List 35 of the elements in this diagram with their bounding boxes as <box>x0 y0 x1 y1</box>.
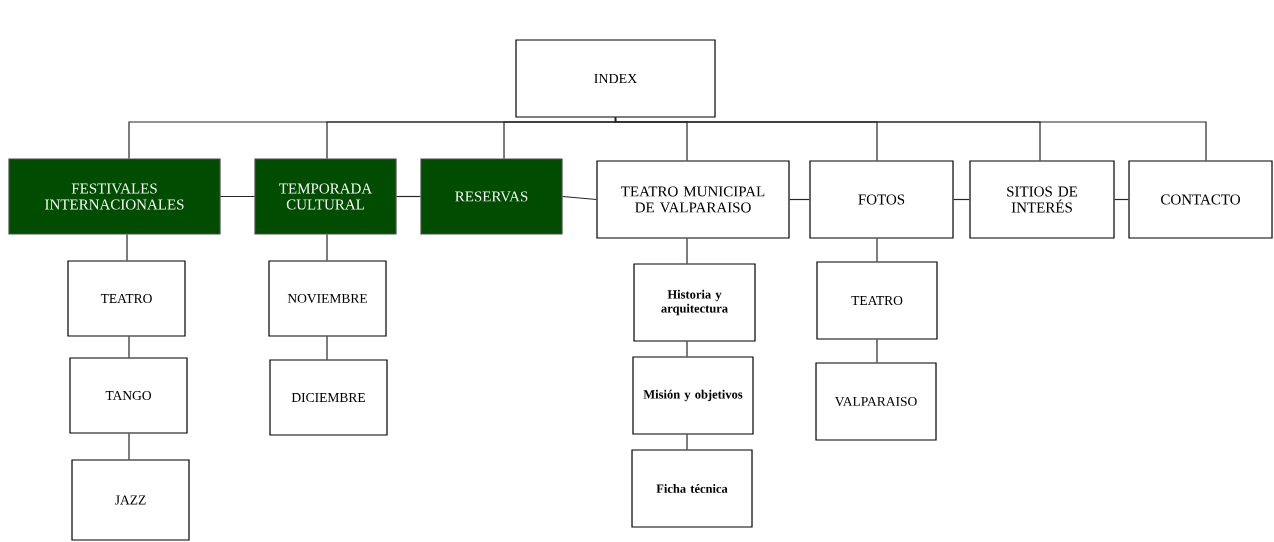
section-box: TEMPORADA CULTURAL <box>254 158 397 235</box>
connector-line <box>128 336 130 358</box>
connector-line <box>614 117 1207 161</box>
connector-line <box>876 238 878 262</box>
page-box: Historia y arquitectura <box>633 263 756 342</box>
connector-line <box>326 336 328 360</box>
connector-line <box>686 341 688 357</box>
page-box: TEATRO <box>816 261 938 340</box>
page-box: NOVIEMBRE <box>268 260 387 337</box>
page-box: JAZZ <box>71 459 190 541</box>
connector-line <box>686 238 688 264</box>
connector-line <box>126 234 128 261</box>
connector-line <box>789 198 810 201</box>
connector-line <box>876 339 878 363</box>
page-box: INDEX <box>515 39 716 118</box>
connector-line <box>562 195 597 201</box>
section-box: FOTOS <box>809 160 954 239</box>
connector-line <box>326 234 328 261</box>
page-box: Ficha técnica <box>631 449 753 528</box>
connector-line <box>220 195 255 198</box>
connector-line <box>1114 198 1129 201</box>
page-box: TANGO <box>69 357 188 434</box>
section-box: RESERVAS <box>420 158 563 235</box>
section-box: CONTACTO <box>1128 160 1273 239</box>
connector-line <box>953 198 970 201</box>
page-box: DICIEMBRE <box>269 359 388 436</box>
section-box: TEATRO MUNICIPAL DE VALPARAISO <box>596 160 790 239</box>
connector-line <box>686 434 688 450</box>
connector-line <box>128 433 130 460</box>
page-box: Misión y objetivos <box>632 356 754 435</box>
section-box: FESTIVALES INTERNACIONALES <box>8 158 221 235</box>
connector-line <box>396 195 421 198</box>
page-box: TEATRO <box>67 260 186 337</box>
section-box: SITIOS DE INTERÉS <box>969 160 1115 239</box>
page-box: VALPARAISO <box>815 362 937 441</box>
